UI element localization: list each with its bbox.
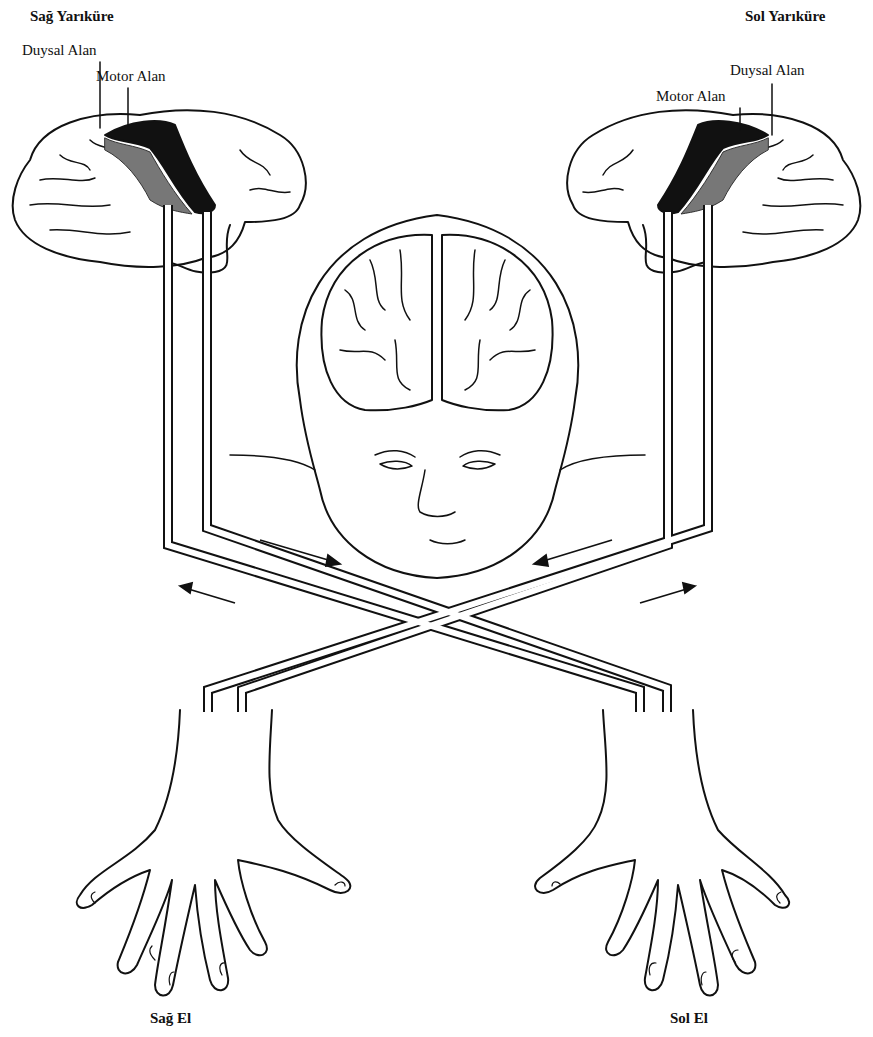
brain-top [321, 235, 552, 411]
sensory-strip [105, 138, 192, 214]
area-label: Motor Alan [656, 88, 726, 105]
hemisphere-title: Sol Yarıküre [745, 8, 825, 25]
area-label: Duysal Alan [730, 62, 805, 79]
motor-strip [658, 121, 768, 213]
head-outline [297, 215, 579, 578]
motor-strip [105, 121, 215, 213]
hand-label: Sol El [670, 1010, 708, 1027]
hand-label: Sağ El [150, 1010, 191, 1027]
brain-outline [567, 110, 860, 267]
brain-outline [13, 110, 306, 267]
area-label: Motor Alan [96, 68, 166, 85]
nerve-pathways [168, 205, 708, 712]
hand [535, 710, 789, 996]
sensory-strip [681, 138, 768, 214]
direction-arrows [180, 540, 695, 603]
hand [77, 710, 351, 996]
hemisphere-title: Sağ Yarıküre [30, 8, 114, 25]
area-label: Duysal Alan [22, 42, 97, 59]
